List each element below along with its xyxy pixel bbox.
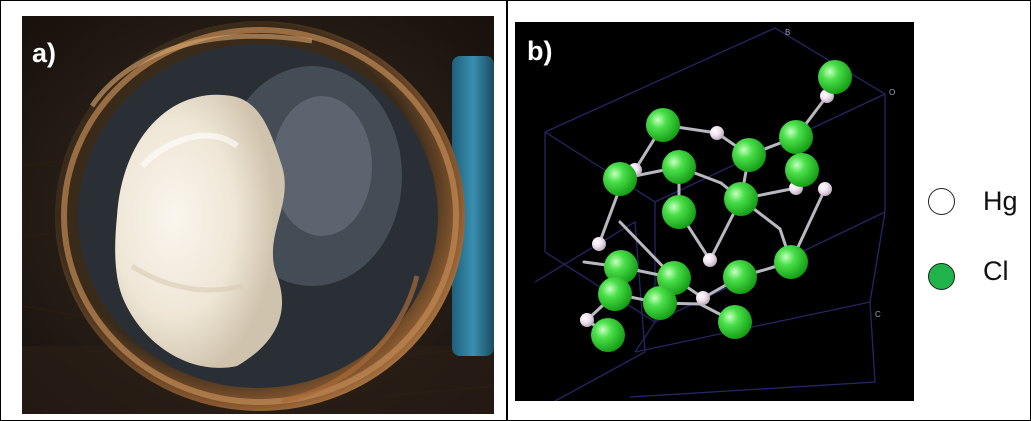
cl-atom [779, 120, 813, 154]
cl-swatch-icon [928, 263, 955, 290]
photo-panel: a) [22, 16, 494, 414]
crystal-structure [534, 27, 887, 401]
cl-atom [724, 182, 758, 216]
cl-atom [591, 318, 625, 352]
cl-atom [662, 195, 696, 229]
chlorine-atoms [591, 60, 852, 352]
hg-atom [710, 126, 724, 140]
legend-label-cl: Cl [983, 256, 1009, 286]
panel-a-label: a) [32, 38, 57, 68]
cl-atom [657, 261, 691, 295]
white-powder [115, 94, 285, 368]
blue-container [452, 56, 494, 356]
cl-atom [598, 277, 632, 311]
cl-atom [643, 286, 677, 320]
cl-atom [785, 153, 819, 187]
panel-divider [506, 0, 508, 421]
crystal-structure-panel: B O C b) [515, 22, 914, 401]
cl-atom [646, 108, 680, 142]
axis-label-c: C [875, 310, 881, 319]
legend-item-cl: Cl [928, 256, 1028, 292]
cl-atom [603, 162, 637, 196]
hg-atom [580, 313, 594, 327]
powder-bowl-photo [22, 16, 494, 414]
cl-atom [723, 260, 757, 294]
cl-atom [662, 150, 696, 184]
unit-cell-outline [534, 27, 887, 401]
cl-atom [732, 138, 766, 172]
cl-atom [718, 305, 752, 339]
legend-item-hg: Hg [928, 186, 1028, 222]
axis-label-b: B [785, 28, 791, 37]
hg-atom [592, 237, 606, 251]
cl-atom [604, 250, 638, 284]
legend-label-hg: Hg [983, 186, 1018, 216]
cl-atom [774, 245, 808, 279]
axis-label-o: O [889, 88, 896, 97]
hg-atom [703, 253, 717, 267]
panel-b-label: b) [527, 36, 553, 66]
hg-atom [696, 291, 710, 305]
cl-atom [818, 60, 852, 94]
hg-swatch-icon [928, 188, 955, 215]
hg-atom [818, 182, 832, 196]
